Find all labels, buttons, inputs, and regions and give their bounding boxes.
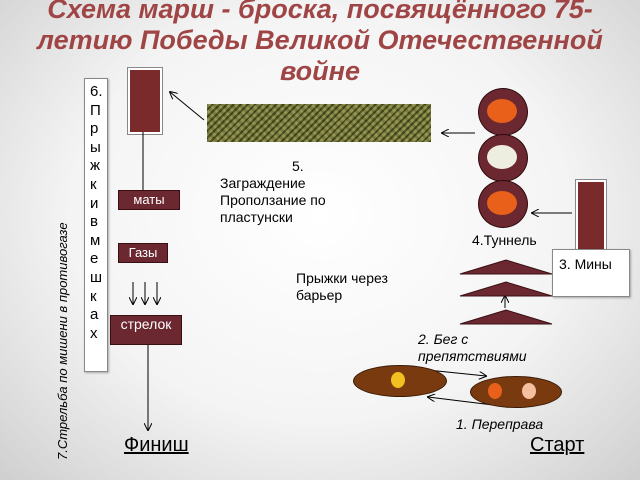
finish-column-block <box>128 68 162 134</box>
barrier-triangles <box>459 259 553 325</box>
mines-box: 3. Мины <box>552 249 630 297</box>
barrier-label: Прыжки через барьер <box>296 270 388 303</box>
page-title: Схема марш - броска, посвящённого 75- ле… <box>37 0 603 86</box>
crossing-boat-2 <box>470 376 562 408</box>
crossing-boat-2-dot-b <box>522 383 536 399</box>
run-label: 2. Бег с препятствиями <box>418 331 527 364</box>
finish-label: Финиш <box>124 434 189 456</box>
tire-3-center <box>487 191 517 215</box>
tire-2-center <box>487 145 517 169</box>
crossing-boat-2-dot-a <box>488 383 502 399</box>
jump-bags-label: 6. Прыжки в мешках <box>90 83 103 342</box>
tunnel-label: 4.Туннель <box>472 232 537 248</box>
gases-box: Газы <box>118 243 168 263</box>
shooter-box: стрелок <box>110 315 182 345</box>
camouflage-net-overlay <box>207 104 431 142</box>
obstacle-label: 5. Заграждение Проползание по пластунски <box>220 158 326 225</box>
mats-box: маты <box>118 190 180 210</box>
jump-bags-station: 6. Прыжки в мешках <box>84 78 108 372</box>
tire-1-center <box>487 99 517 123</box>
start-label: Старт <box>530 434 585 456</box>
tunnel-block <box>576 180 606 256</box>
mines-label: 3. Мины <box>559 256 612 272</box>
crossing-boat-1-dot <box>391 372 405 388</box>
crossing-label: 1. Переправа <box>456 416 544 432</box>
